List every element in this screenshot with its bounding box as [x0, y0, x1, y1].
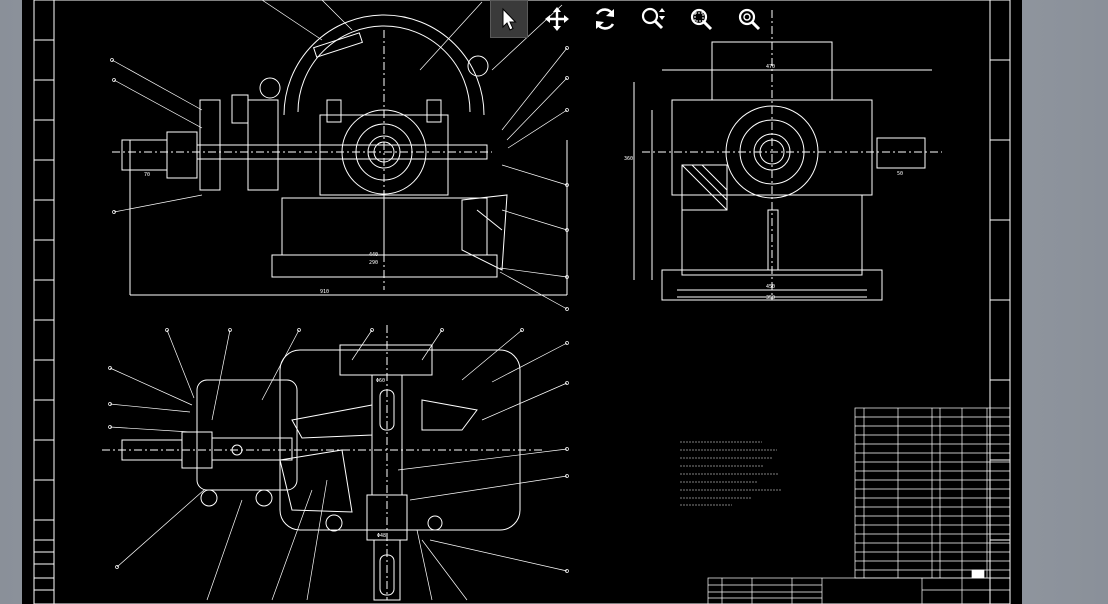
- front-view: [112, 14, 568, 296]
- dim-side-right: 50: [897, 171, 903, 177]
- dim-side-top: 470: [766, 64, 775, 70]
- dim-front-base: 440: [369, 252, 378, 258]
- right-zone-ticks: [990, 59, 1010, 541]
- dimension-labels: 70 440 290 910 470 450 350 50 360 Φ60 Φ4…: [144, 64, 903, 539]
- dim-side-base: 450: [766, 284, 775, 290]
- dim-side-height: 360: [624, 156, 633, 162]
- viewer-toolbar: [490, 0, 768, 38]
- zoom-window-icon: [690, 8, 713, 31]
- sheet-border: [33, 0, 1011, 604]
- pan-tool-button[interactable]: [538, 0, 576, 38]
- rotate-tool-button[interactable]: [586, 0, 624, 38]
- dim-front-width: 910: [320, 289, 329, 295]
- side-view: [633, 10, 942, 301]
- plan-view: [102, 325, 542, 601]
- technical-notes: [680, 441, 782, 506]
- drawing-viewport[interactable]: 70 440 290 910 470 450 350 50 360 Φ60 Φ4…: [22, 0, 1022, 604]
- shaft-diameter-label: Φ60: [376, 378, 385, 384]
- dim-front-left-len: 70: [144, 172, 150, 178]
- cad-drawing-sheet: 70 440 290 910 470 450 350 50 360 Φ60 Φ4…: [33, 0, 1011, 604]
- plan-shaft-label: Φ48: [377, 533, 386, 539]
- cursor-arrow-icon: [502, 7, 517, 31]
- parts-list-table: [854, 407, 1011, 579]
- select-tool-button[interactable]: [490, 0, 528, 38]
- zoom-tool-button[interactable]: [634, 0, 672, 38]
- left-stamp-table: [33, 539, 55, 604]
- dim-side-base2: 350: [766, 295, 775, 301]
- zoom-window-tool-button[interactable]: [682, 0, 720, 38]
- title-block: [707, 569, 1011, 604]
- left-zone-ticks: [34, 39, 54, 541]
- move-arrows-icon: [545, 7, 569, 31]
- leader-lines: [108, 0, 569, 601]
- zoom-extents-icon: [738, 8, 761, 31]
- zoom-updown-icon: [641, 7, 665, 30]
- refresh-icon: [595, 8, 615, 30]
- dim-front-base2: 290: [369, 260, 378, 266]
- zoom-extents-tool-button[interactable]: [730, 0, 768, 38]
